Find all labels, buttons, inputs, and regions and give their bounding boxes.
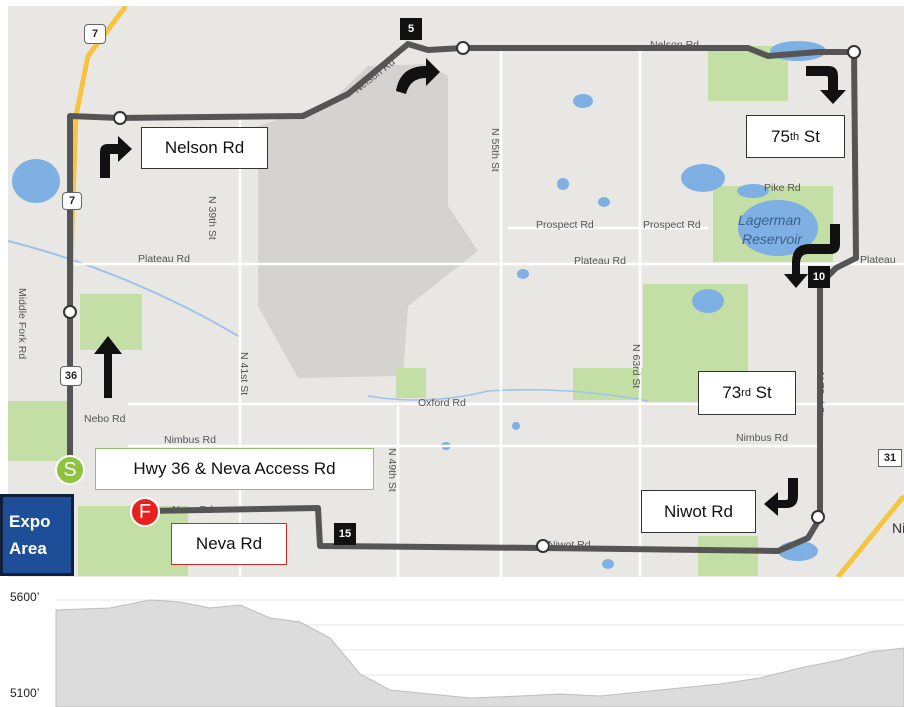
race-route — [67, 41, 859, 554]
road-label: Nimbus Rd — [164, 434, 216, 446]
finish-marker: F — [130, 497, 160, 527]
callout-neva-rd: Neva Rd — [171, 523, 287, 565]
pond — [517, 269, 529, 279]
highway-east — [836, 494, 904, 577]
callout-nelson-rd: Nelson Rd — [141, 127, 268, 169]
callout-73rd-number: 73 — [722, 383, 742, 402]
road-label: N 73rd St — [814, 372, 826, 417]
road-label: Pike Rd — [764, 182, 801, 194]
callout-niwot-rd: Niwot Rd — [641, 490, 756, 533]
lake-north-lagerman — [681, 164, 725, 192]
waypoint — [456, 41, 470, 55]
road-label: Plateau — [860, 254, 896, 266]
callout-75th-suffix: th — [789, 130, 800, 143]
turn-right-arrow-icon — [396, 58, 440, 94]
road-label: Nimbus Rd — [736, 432, 788, 444]
waypoint — [63, 305, 77, 319]
waypoint — [113, 111, 127, 125]
callout-73rd-suffix: rd — [741, 387, 751, 399]
mile-marker-15: 15 — [334, 523, 356, 545]
park-small — [396, 368, 426, 398]
creek — [8, 240, 239, 337]
elevation-area — [55, 599, 904, 707]
pond — [557, 178, 569, 190]
road-label: Plateau Rd — [138, 253, 190, 265]
park-southeast — [698, 536, 758, 576]
pond — [598, 197, 610, 207]
waypoint — [811, 510, 825, 524]
road-label: Middle Fork Rd — [16, 288, 28, 360]
lake-label: Reservoir — [742, 231, 802, 247]
straight-arrow-icon — [94, 336, 122, 398]
turn-left-arrow-icon — [764, 478, 798, 516]
minor-roads — [68, 46, 904, 577]
waypoint — [536, 539, 550, 553]
road-label: N 49th St — [386, 448, 398, 492]
lake-pike — [737, 184, 769, 198]
callout-start-location: Hwy 36 & Neva Access Rd — [95, 448, 374, 490]
road-label: Nelson Rd — [650, 39, 700, 51]
road-label: Plateau Rd — [574, 255, 626, 267]
pond — [512, 422, 520, 430]
expo-line-1: Expo — [9, 511, 51, 531]
route-7-shield: 7 — [62, 192, 82, 210]
lake-west — [12, 159, 60, 203]
mile-marker-10: 10 — [808, 266, 830, 288]
mile-marker-5: 5 — [400, 18, 422, 40]
elevation-label-top: 5600’ — [10, 590, 40, 604]
route-7-shield: 7 — [84, 24, 106, 44]
road-label: Prospect Rd — [643, 219, 701, 231]
elevation-label-bottom: 5100’ — [10, 686, 40, 700]
callout-75th-st-word: St — [799, 126, 820, 146]
road-label: Neva Rd — [172, 504, 213, 516]
road-label: Ni — [892, 520, 904, 536]
road-label: N 41st St — [238, 352, 250, 396]
road-label: N 63rd St — [630, 344, 642, 389]
road-label: Oxford Rd — [418, 397, 466, 409]
turn-down-arrow-icon — [806, 66, 846, 104]
road-label: Nebo Rd — [84, 413, 126, 425]
elevation-profile — [0, 578, 904, 707]
route-36-shield: 36 — [60, 366, 82, 386]
road-label: Niwot Rd — [548, 539, 591, 551]
turn-left-arrow-icon — [784, 224, 840, 288]
road-label: N 39th St — [206, 196, 218, 240]
restricted-area — [258, 64, 478, 378]
road-label: Prospect Rd — [536, 219, 594, 231]
pond — [602, 559, 614, 569]
park-southwest — [8, 401, 68, 461]
creek — [367, 389, 649, 402]
turn-right-arrow-icon — [100, 136, 132, 178]
expo-area-box: Expo Area — [0, 494, 74, 576]
waypoint — [847, 45, 861, 59]
route-31-shield: 31 — [878, 449, 902, 467]
lake-label: Lagerman — [738, 212, 802, 228]
lake-east — [692, 289, 724, 313]
callout-73rd-st-word: St — [750, 383, 772, 402]
start-marker: S — [55, 455, 85, 485]
callout-75th-number: 75 — [771, 126, 790, 146]
route-map — [8, 6, 904, 577]
expo-line-2: Area — [9, 539, 47, 558]
pond — [573, 94, 593, 108]
road-label: N 55th St — [489, 128, 501, 172]
lagerman-reservoir — [738, 200, 818, 256]
